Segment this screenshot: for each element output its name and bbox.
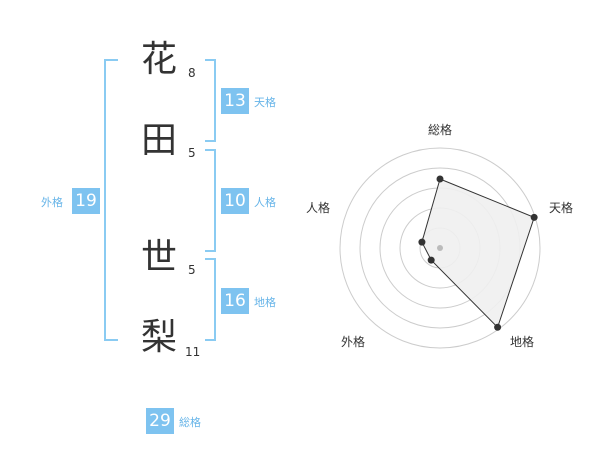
radar-point-5 bbox=[418, 238, 426, 246]
jinkaku-label: 人格 bbox=[254, 196, 276, 209]
name-char-3: 世 bbox=[141, 237, 178, 278]
radar-label-soukaku: 総格 bbox=[428, 122, 452, 137]
stroke-count-1: 8 bbox=[188, 66, 196, 80]
gaikaku-label: 外格 bbox=[41, 196, 63, 209]
radar-point-1 bbox=[436, 175, 444, 183]
radar-label-jinkaku: 人格 bbox=[306, 200, 330, 215]
radar-label-gaikaku: 外格 bbox=[341, 334, 365, 349]
radar-label-tenkaku: 天格 bbox=[549, 200, 573, 215]
soukaku-value-badge: 29 bbox=[146, 408, 174, 434]
chikaku-bracket bbox=[205, 258, 216, 341]
soukaku-label: 総格 bbox=[179, 416, 201, 429]
name-char-4: 梨 bbox=[141, 317, 178, 358]
radar-polygon bbox=[421, 178, 535, 329]
stroke-count-4: 11 bbox=[185, 345, 201, 359]
name-char-1: 花 bbox=[141, 39, 178, 80]
tenkaku-value-badge: 13 bbox=[221, 88, 249, 114]
radar-point-4 bbox=[427, 256, 435, 264]
tenkaku-label: 天格 bbox=[254, 96, 276, 109]
jinkaku-bracket bbox=[205, 149, 216, 252]
radar-points bbox=[418, 175, 538, 331]
gaikaku-bracket bbox=[104, 59, 118, 341]
radar-point-2 bbox=[530, 213, 538, 221]
jinkaku-value-badge: 10 bbox=[221, 188, 249, 214]
chikaku-value-badge: 16 bbox=[221, 288, 249, 314]
radar-label-chikaku: 地格 bbox=[510, 334, 534, 349]
tenkaku-bracket bbox=[205, 59, 216, 142]
gaikaku-value-badge: 19 bbox=[72, 188, 100, 214]
radar-center-dot bbox=[437, 245, 443, 251]
radar-ring-5 bbox=[339, 147, 541, 349]
name-char-2: 田 bbox=[141, 120, 178, 161]
radar-point-3 bbox=[494, 323, 502, 331]
stroke-count-3: 5 bbox=[188, 263, 196, 277]
stroke-count-2: 5 bbox=[188, 146, 196, 160]
chikaku-label: 地格 bbox=[254, 296, 276, 309]
